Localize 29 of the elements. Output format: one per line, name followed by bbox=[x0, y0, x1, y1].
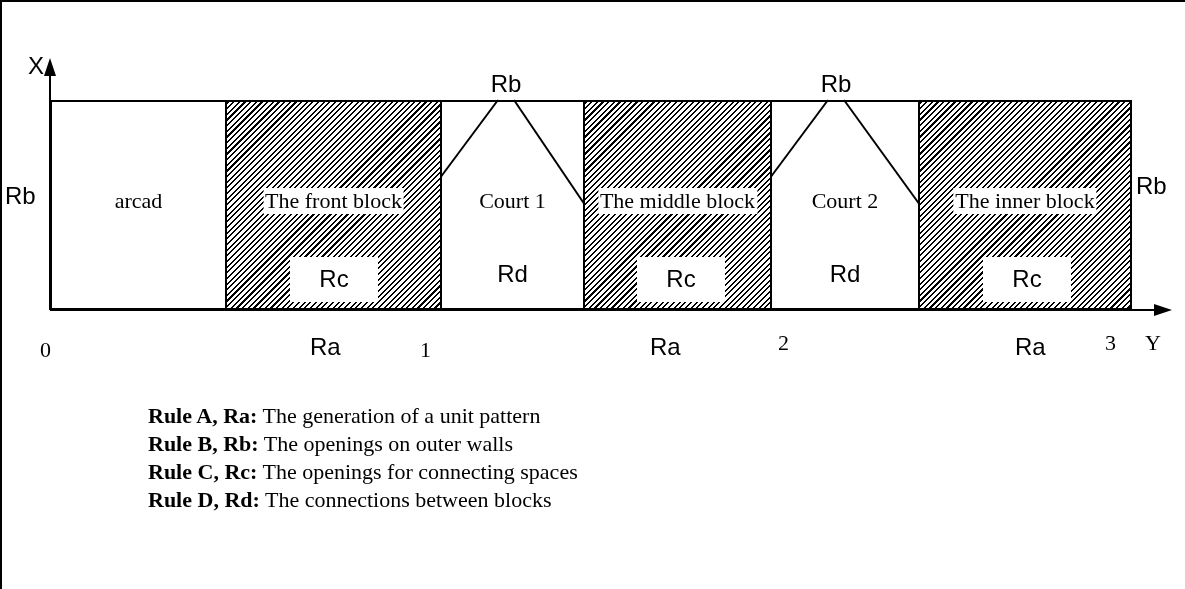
opening-box bbox=[637, 257, 725, 302]
rule-code: Rb bbox=[489, 70, 523, 98]
tick-label: 1 bbox=[420, 337, 431, 363]
rule-code: Rb bbox=[1136, 172, 1167, 200]
rule-code: Ra bbox=[650, 333, 681, 361]
axis-label: X bbox=[28, 52, 44, 80]
rule-code: Rc bbox=[665, 265, 697, 293]
hatched-block bbox=[918, 100, 1132, 310]
legend-text: Rule A, Ra: The generation of a unit pattern bbox=[148, 403, 541, 429]
legend-text: Rule D, Rd: The connections between blocks bbox=[148, 487, 552, 513]
tick-label: 2 bbox=[778, 330, 789, 356]
opening-box bbox=[983, 257, 1071, 302]
legend-text: Rule B, Rb: The openings on outer walls bbox=[148, 431, 513, 457]
legend-text: Rule C, Rc: The openings for connecting spaces bbox=[148, 459, 578, 485]
block-name: The inner block bbox=[953, 188, 1097, 214]
rule-code: Rc bbox=[1011, 265, 1043, 293]
rule-code: Ra bbox=[1015, 333, 1046, 361]
tick-label: 3 bbox=[1105, 330, 1116, 356]
axis-label: Y bbox=[1145, 330, 1161, 356]
rule-code: Rb bbox=[819, 70, 853, 98]
hatched-block bbox=[583, 100, 772, 310]
rule-code: Rc bbox=[318, 265, 350, 293]
block-name: The middle block bbox=[597, 188, 758, 214]
rule-code: Ra bbox=[310, 333, 341, 361]
block-name: The front block bbox=[263, 188, 404, 214]
tick-label: 0 bbox=[40, 337, 51, 363]
opening-box bbox=[290, 257, 378, 302]
rule-code: Rb bbox=[5, 182, 36, 210]
hatched-block bbox=[225, 100, 442, 310]
